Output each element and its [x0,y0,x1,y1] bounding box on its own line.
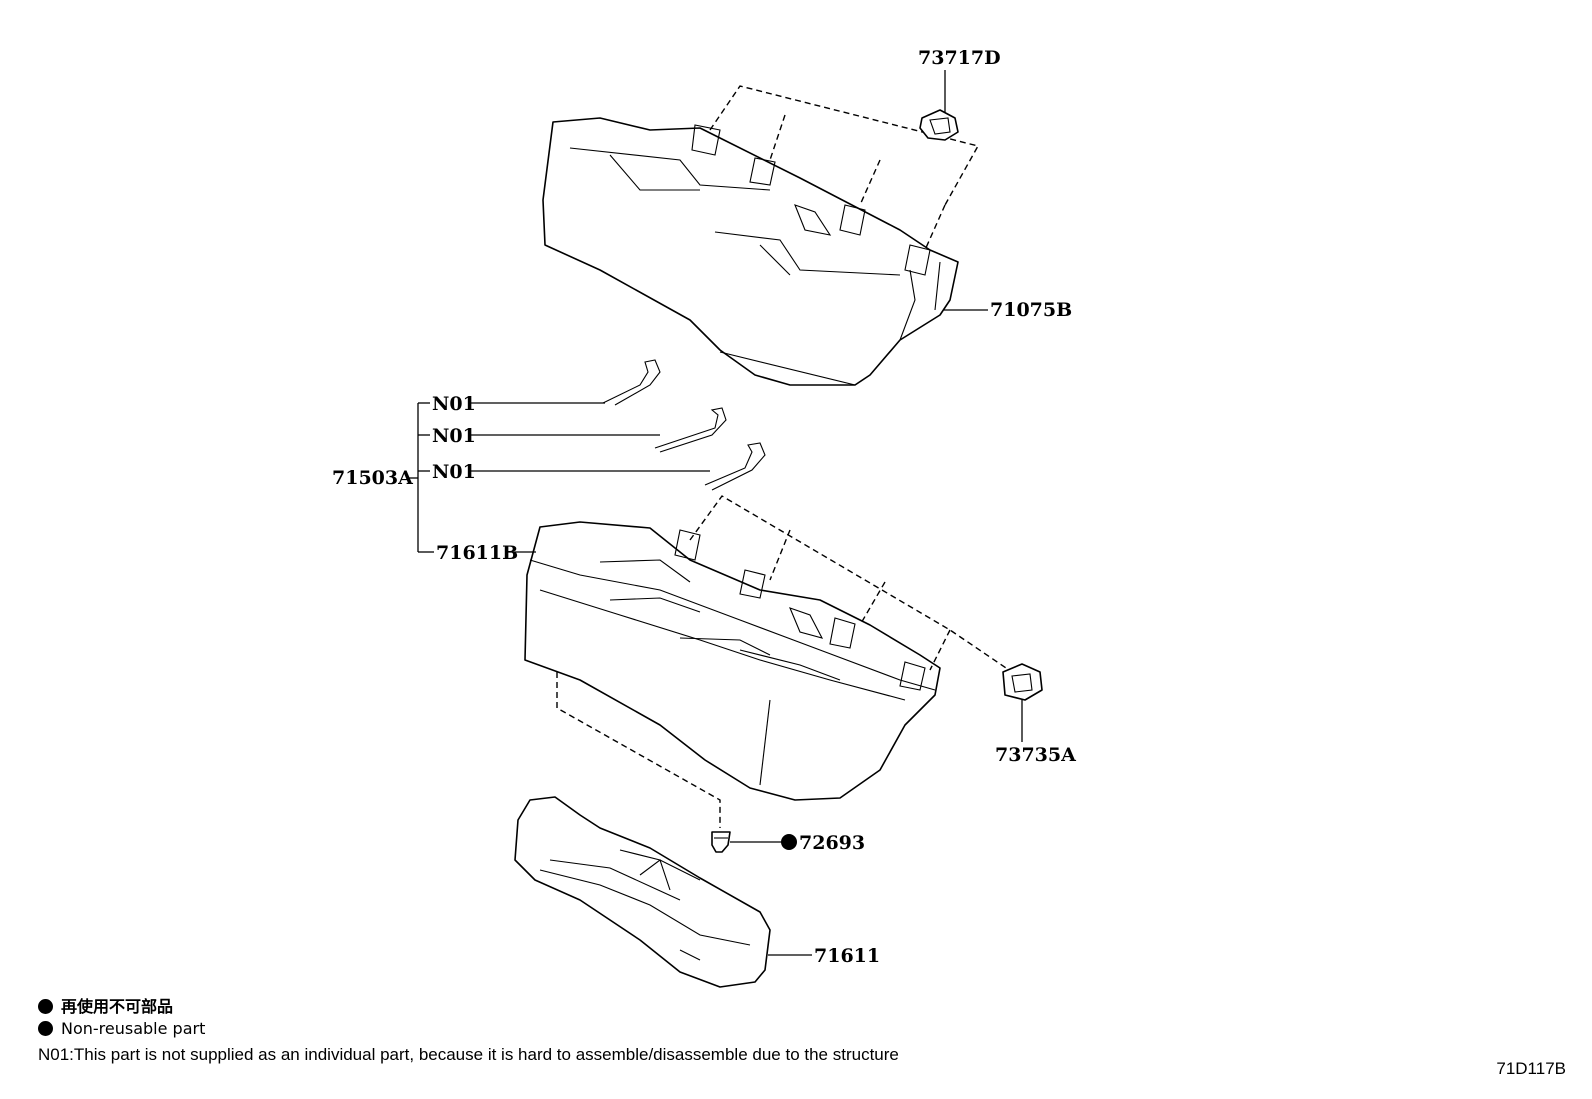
bullet-icon [38,999,53,1014]
callout-71075B: 71075B [990,299,1072,321]
diagram-code: 71D117B [1496,1059,1566,1078]
legend-jp-text: 再使用不可部品 [61,997,174,1016]
dashed-guide-top [709,85,980,251]
callout-73717D: 73717D [918,47,1001,69]
wire-frames [602,359,766,491]
bracket-71503A [407,402,710,553]
seat-pad [514,796,771,988]
footnote: N01:This part is not supplied as an indi… [38,1045,899,1064]
callout-73735A: 73735A [995,744,1076,766]
callout-n01-1: N01 [432,393,476,415]
bullet-icon [38,1021,53,1036]
legend-japanese: 再使用不可部品 [38,993,173,1017]
seat-cushion [524,521,941,801]
clip-73717D [919,109,959,141]
callout-n01-2: N01 [432,425,476,447]
non-reusable-dot [781,834,797,850]
callout-71503A: 71503A [332,467,413,489]
legend-english: Non-reusable part [38,1019,205,1038]
clip-72693 [711,831,731,853]
clip-73735A [1002,663,1043,701]
seat-back-cover [542,117,959,386]
callout-n01-3: N01 [432,461,476,483]
callout-72693: 72693 [799,832,865,854]
legend-en-text: Non-reusable part [61,1019,206,1038]
callout-71611B: 71611B [436,542,518,564]
callout-71611: 71611 [814,945,880,967]
